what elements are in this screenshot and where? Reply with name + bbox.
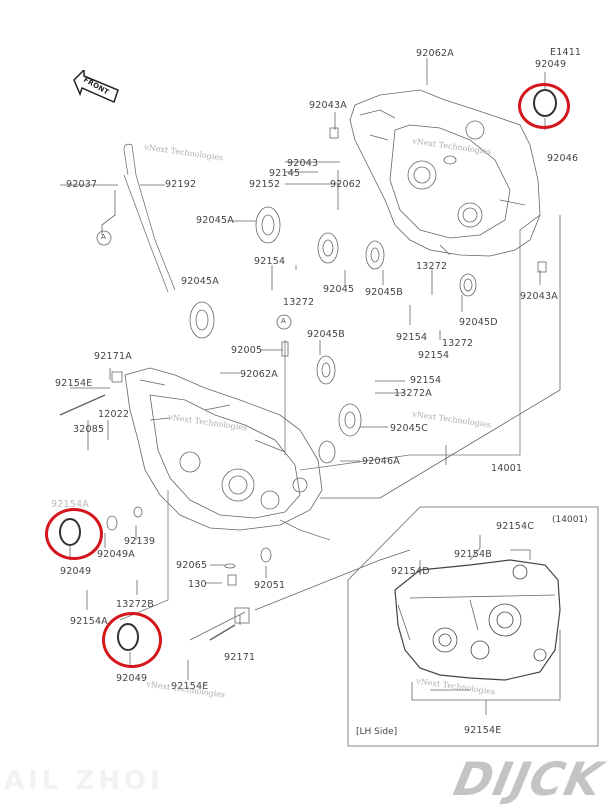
- part-label: 92154: [396, 332, 428, 343]
- part-label: 92065: [176, 560, 208, 571]
- part-label: 92154E: [171, 681, 209, 692]
- part-label: 92171: [224, 652, 256, 663]
- part-label: 92154: [254, 256, 286, 267]
- callout-a-lower: [276, 314, 292, 330]
- callout-a-upper-label: A: [101, 233, 106, 241]
- seal-92046A: [318, 440, 336, 464]
- part-label: 92049: [116, 673, 148, 684]
- bearing-92045A-2: [189, 301, 215, 339]
- part-label: 92051: [254, 580, 286, 591]
- part-label: 92045A: [181, 276, 219, 287]
- part-label: 13272: [442, 338, 474, 349]
- crankcase-right-outline: [349, 89, 541, 257]
- part-label: 92062A: [416, 48, 454, 59]
- part-label: 92154: [418, 350, 450, 361]
- highlight-circle-bottom: [102, 612, 162, 668]
- part-label: 13272: [416, 261, 448, 272]
- part-label: 130: [188, 579, 207, 590]
- part-label-obscured: 92154A: [51, 499, 89, 510]
- seal-92045D: [459, 273, 477, 297]
- inset-frame: [347, 506, 599, 747]
- breather-hose: [123, 143, 176, 293]
- part-label: 92154: [410, 375, 442, 386]
- inset-part-label: 92154D: [391, 566, 430, 577]
- part-label: 92049: [535, 59, 567, 70]
- part-label: 92152: [249, 179, 281, 190]
- inset-part-label: 92154E: [464, 725, 502, 736]
- callout-a-lower-label: A: [281, 317, 286, 325]
- part-label: 92154E: [55, 378, 93, 389]
- collar-92139: [133, 506, 143, 518]
- part-label: 92171A: [94, 351, 132, 362]
- seal-92049A: [106, 515, 118, 531]
- inset-part-label: 92154B: [454, 549, 492, 560]
- part-label: 12022: [98, 409, 130, 420]
- part-label: 92046: [547, 153, 579, 164]
- part-label: 92046A: [362, 456, 400, 467]
- part-label: 92045D: [459, 317, 498, 328]
- bearing-92045: [317, 232, 339, 264]
- part-label: 92045C: [390, 423, 429, 434]
- part-label: 92062A: [240, 369, 278, 380]
- highlight-circle-left: [45, 508, 103, 560]
- part-label: 92139: [124, 536, 156, 547]
- bearing-92045B-2: [316, 355, 336, 385]
- highlight-circle-top: [518, 83, 570, 129]
- inset-side-label: [LH Side]: [356, 727, 398, 737]
- part-label: 92049: [60, 566, 92, 577]
- part-label: 92045B: [307, 329, 345, 340]
- inset-part-label: 92154C: [496, 521, 535, 532]
- figure-code: E1411: [550, 47, 582, 58]
- bearing-92045C: [338, 403, 362, 437]
- part-label: 92154A: [70, 616, 108, 627]
- part-label: 92049A: [97, 549, 135, 560]
- part-label: 14001: [491, 463, 523, 474]
- part-label: 92145: [269, 168, 301, 179]
- inset-ref: (14001): [552, 515, 588, 525]
- part-label: 92062: [330, 179, 362, 190]
- brand-logo: DIJCK: [449, 752, 608, 806]
- seal-92051: [260, 547, 272, 563]
- bearing-92045B-1: [365, 240, 385, 270]
- part-label: 92043A: [309, 100, 347, 111]
- faint-watermark: AIL ZHOI: [4, 766, 164, 796]
- part-label: 92037: [66, 179, 98, 190]
- part-label: 92045: [323, 284, 355, 295]
- part-label: 92045B: [365, 287, 403, 298]
- front-arrow-icon: [73, 70, 119, 104]
- part-label: 13272: [283, 297, 315, 308]
- part-label: 92045A: [196, 215, 234, 226]
- part-label: 92192: [165, 179, 197, 190]
- part-label: 92043: [287, 158, 319, 169]
- crankcase-left-outline: [124, 367, 323, 531]
- part-label: 13272B: [116, 599, 154, 610]
- part-label: 32085: [73, 424, 105, 435]
- callout-a-upper: [96, 230, 112, 246]
- bearing-92045A-1: [255, 206, 281, 244]
- part-label: 13272A: [394, 388, 432, 399]
- part-label: 92005: [231, 345, 263, 356]
- part-label: 92043A: [520, 291, 558, 302]
